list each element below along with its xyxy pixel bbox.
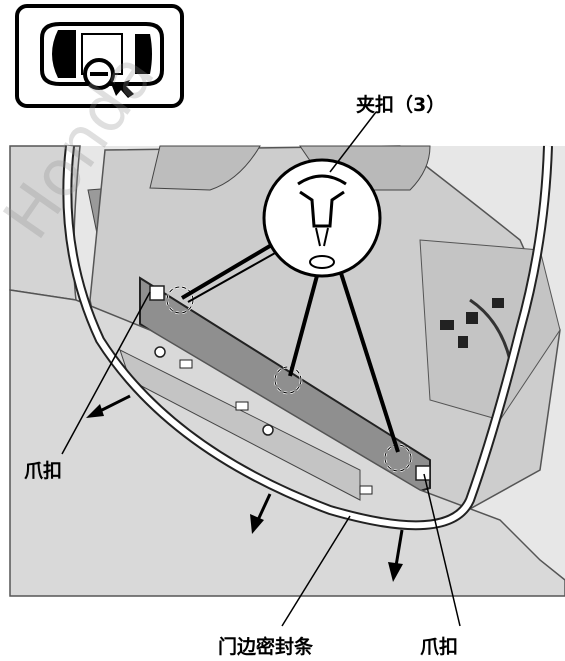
removal-arrow-middle: [250, 493, 272, 534]
removal-arrow-right: [388, 529, 404, 582]
door-seal-label: 门边密封条: [218, 636, 314, 658]
leader-lines: [61, 111, 461, 627]
clip-detail-callout: [180, 158, 400, 453]
removal-arrow-left: [86, 394, 131, 418]
claw-clip-label-left: 爪扣: [24, 460, 63, 482]
vehicle-location-indicator: [15, 4, 184, 108]
claw-clip-label-right: 爪扣: [420, 636, 459, 658]
zoom-magnifier-icon: [83, 58, 115, 90]
clip-icon: [297, 174, 347, 269]
vehicle-top-view-icon: [40, 22, 164, 86]
clip-label: 夹扣（3）: [356, 94, 446, 116]
arrow-cursor-icon: [112, 80, 134, 98]
